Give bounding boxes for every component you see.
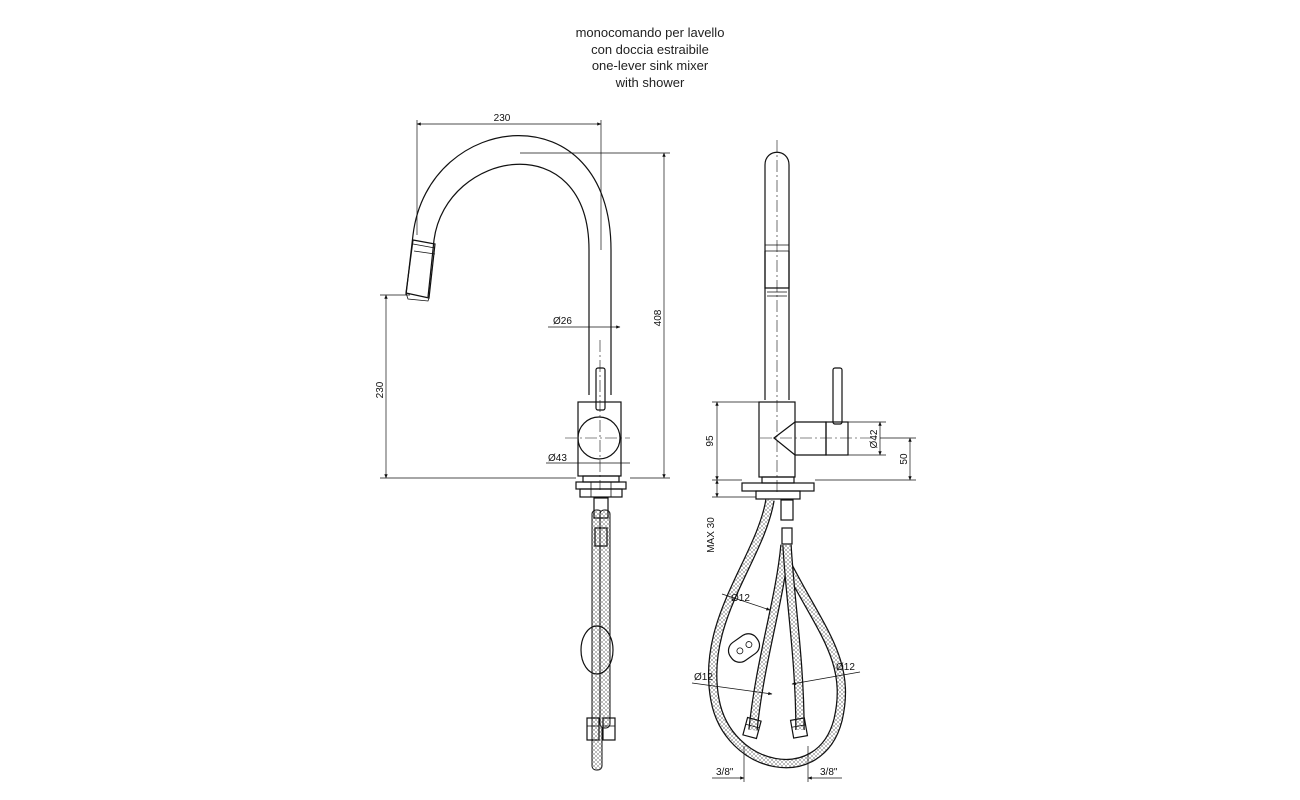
dim-side-hose-diameter-3: Ø12	[836, 662, 855, 673]
title-line-english-1: one-lever sink mixer	[591, 58, 709, 73]
front-hose-right	[599, 509, 611, 729]
dim-front-body-diameter: Ø43	[548, 453, 567, 464]
side-base-washer	[755, 490, 801, 500]
side-lever-handle	[832, 367, 843, 425]
dim-side-hose-diameter-2: Ø12	[694, 672, 713, 683]
side-spout-tube	[764, 151, 790, 400]
dim-side-max-thickness: MAX 30	[706, 517, 717, 553]
side-base-ring	[761, 476, 795, 484]
dim-front-spout-diameter: Ø26	[553, 316, 572, 327]
drawing-title: monocomando per lavello con doccia estra…	[500, 25, 800, 91]
front-body	[577, 401, 622, 477]
front-base-plate	[575, 481, 627, 490]
side-fitting-right	[789, 717, 809, 739]
dim-side-lever-height: 50	[899, 453, 910, 465]
title-line-italian-1: monocomando per lavello	[575, 25, 725, 40]
side-base-plate	[741, 482, 815, 492]
side-hose-right-inlet	[783, 544, 804, 731]
dim-side-thread-right: 3/8"	[820, 767, 838, 778]
title-line-italian-2: con doccia estraibile	[591, 41, 709, 57]
dim-front-spout-height: 230	[375, 381, 386, 398]
side-hose-loop	[709, 499, 845, 768]
dim-side-body-height: 95	[705, 435, 716, 447]
front-fitting-bottom-left	[586, 717, 600, 741]
front-base-ring	[582, 475, 620, 483]
side-hose-left-inlet	[749, 544, 789, 731]
front-fitting-top	[593, 497, 609, 519]
side-fitting-left	[742, 716, 762, 740]
front-hose-clip	[580, 625, 614, 675]
dim-side-hose-diameter-1: Ø12	[731, 593, 750, 604]
dim-front-width: 230	[494, 113, 511, 124]
front-spout-inner	[427, 163, 590, 395]
side-lever-connector	[773, 421, 827, 456]
front-spray-head	[405, 239, 436, 299]
front-view: 230 408 230 Ø26 Ø43	[375, 113, 670, 771]
dim-side-thread-left: 3/8"	[716, 767, 734, 778]
front-spout-outer	[405, 135, 612, 395]
front-base-washer	[579, 488, 623, 498]
side-view: 95 MAX 30 Ø42 50 Ø12 Ø12 Ø12 3/8" 3/8"	[691, 140, 916, 782]
dim-side-lever-diameter: Ø42	[869, 429, 880, 448]
front-lever	[595, 367, 606, 411]
dim-front-height: 408	[653, 309, 664, 326]
side-lever-cap	[825, 421, 849, 456]
front-fitting-bottom-right	[602, 717, 616, 741]
side-hose-clip	[727, 633, 761, 663]
side-spray-head	[764, 251, 790, 289]
title-line-english-2: with shower	[615, 74, 685, 90]
